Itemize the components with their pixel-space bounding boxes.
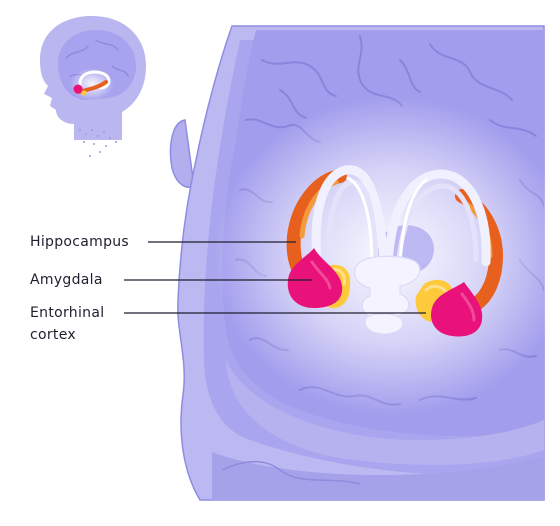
entorhinal-label-line2: cortex (30, 327, 76, 343)
amygdala-right-shade (460, 292, 476, 322)
neck-shadow (212, 452, 544, 500)
entorhinal-label-line1: Entorhinal (30, 305, 105, 321)
brain-lower-rim (226, 360, 544, 465)
reference-fornix-shape (78, 70, 111, 90)
limbic-structures (286, 165, 504, 337)
entorhinal-left-highlight (330, 268, 346, 286)
hippocampus-label: Hippocampus (30, 234, 130, 250)
amygdala-left-shade (310, 260, 332, 290)
amygdala-right (430, 282, 483, 337)
reference-amygdala-dot (73, 84, 83, 94)
reference-head-icon (40, 16, 146, 157)
amygdala-label: Amygdala (30, 272, 103, 288)
fornix-arches (311, 165, 491, 275)
central-body-lower (364, 313, 404, 335)
entorhinal-right-highlight (424, 284, 448, 294)
reference-entorhinal-dot (81, 90, 87, 96)
reference-neck-shading (79, 129, 117, 157)
leader-lines (124, 241, 426, 314)
ear-shape (169, 119, 195, 188)
amygdala-left (287, 248, 343, 308)
neck-line (221, 460, 361, 485)
